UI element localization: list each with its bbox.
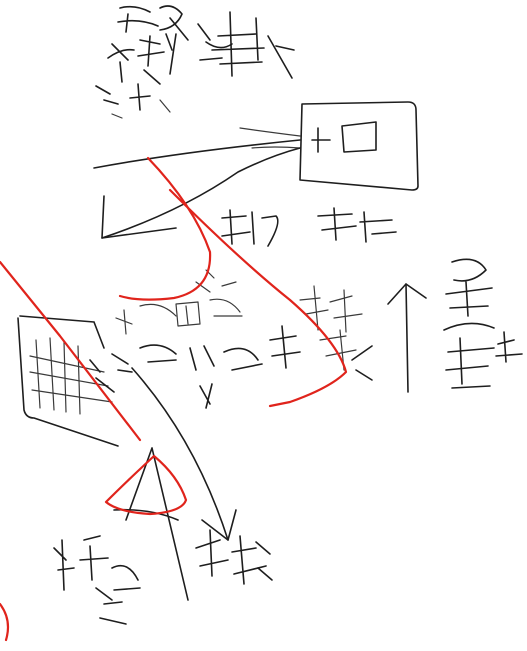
scribble-bottom	[54, 530, 272, 624]
red-arc-corner	[0, 604, 8, 640]
red-long-line	[0, 190, 346, 440]
scribble-middle-right	[222, 208, 396, 246]
scribble-top-left	[96, 6, 294, 118]
shaded-block-left	[18, 316, 132, 446]
red-loop-bottom	[106, 456, 186, 514]
boxed-glyph-top-right	[300, 102, 418, 190]
arrow-up-right	[388, 284, 426, 392]
scribble-center-cluster	[116, 270, 372, 408]
triangle-bottom	[114, 448, 188, 600]
scribble-right-column	[444, 259, 522, 388]
